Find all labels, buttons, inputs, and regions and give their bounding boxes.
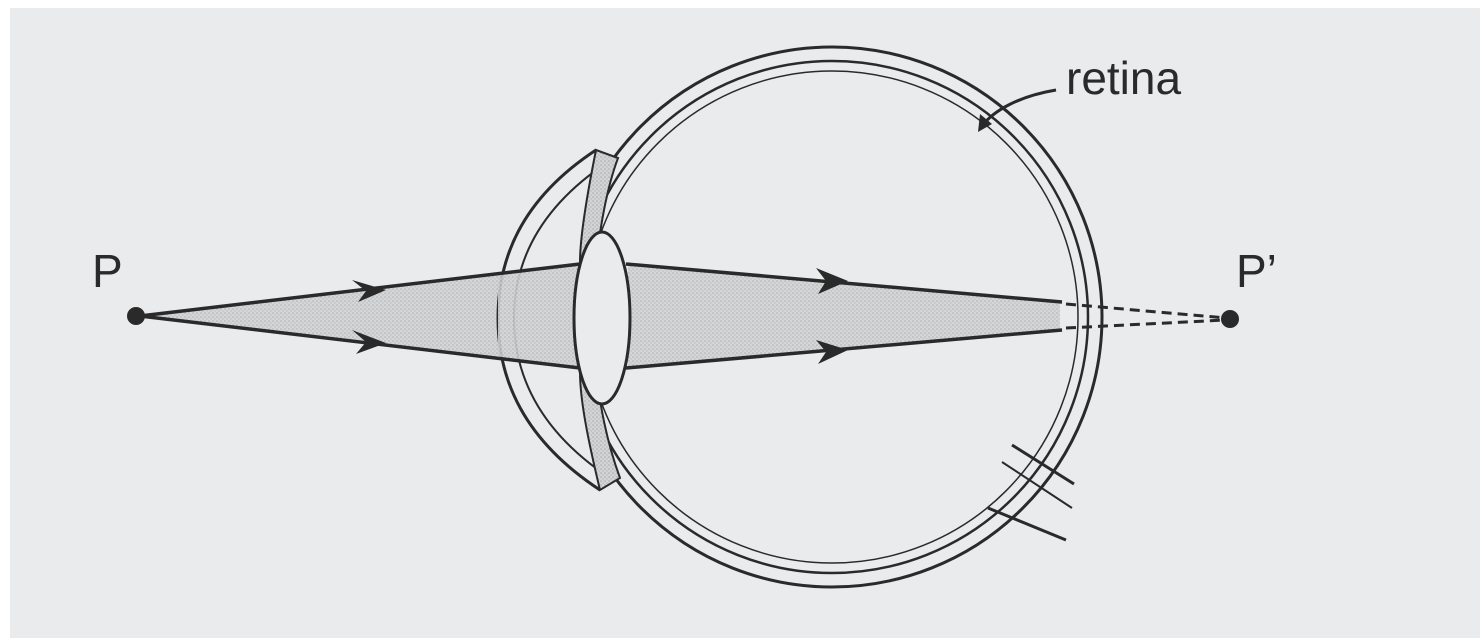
frame-left: [0, 0, 10, 638]
retina-label: retina: [1066, 52, 1181, 104]
image-point-dot: [1221, 310, 1239, 328]
cone-through-cornea: [498, 264, 578, 368]
lens: [574, 232, 630, 404]
frame-top: [0, 0, 1480, 8]
object-point-dot: [127, 307, 145, 325]
image-point-label: P’: [1236, 245, 1277, 297]
object-point-label: P: [92, 245, 123, 297]
